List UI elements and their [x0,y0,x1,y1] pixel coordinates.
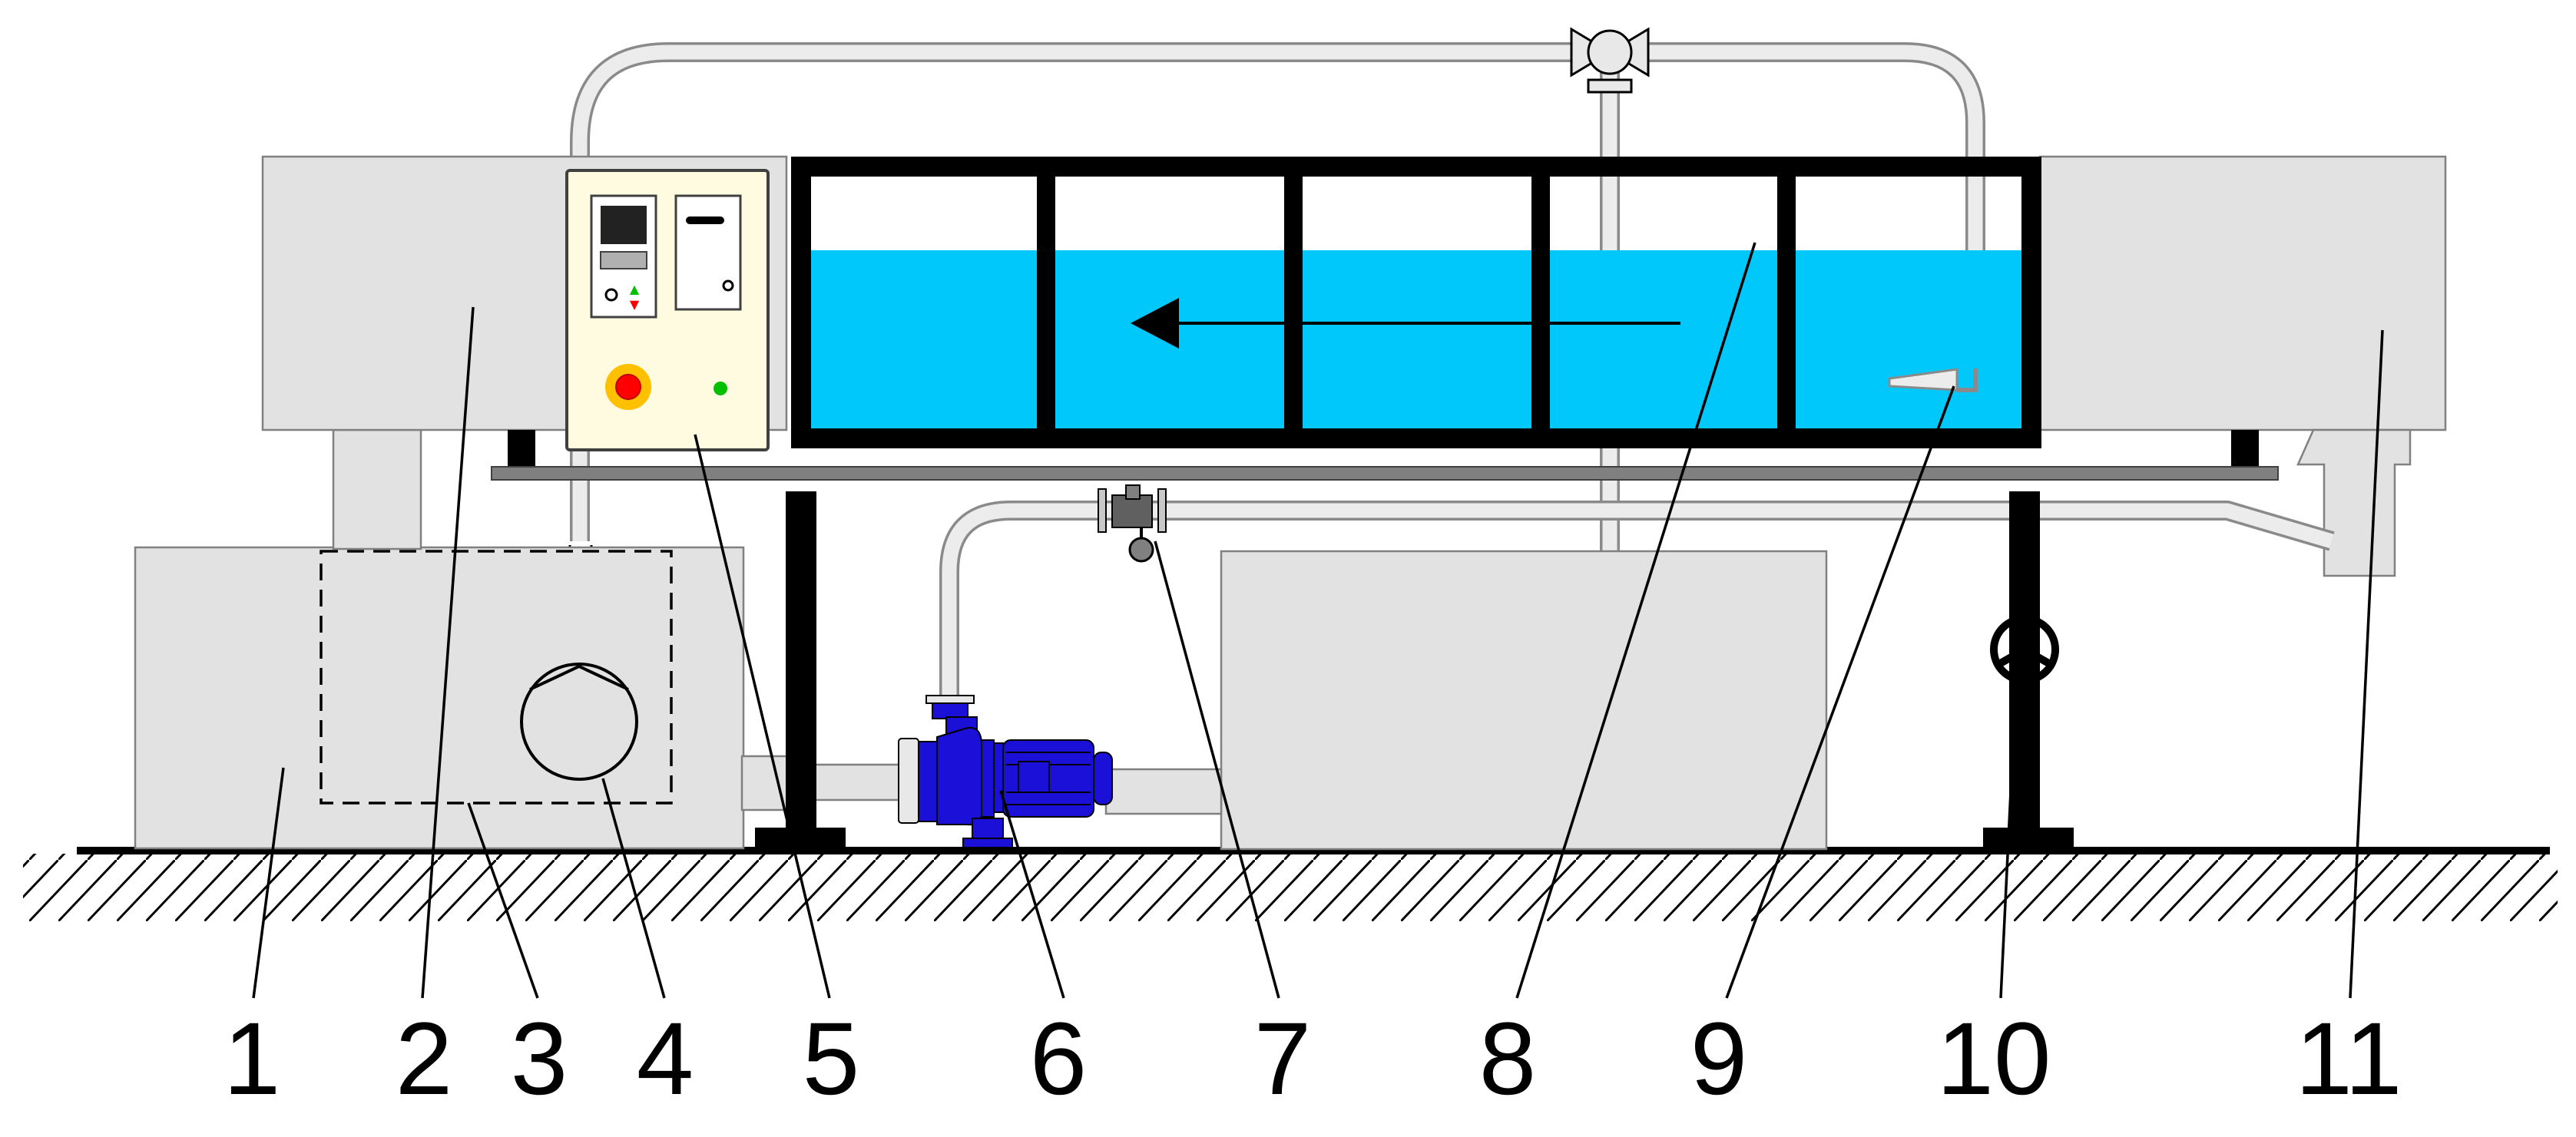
callout-1: 1 [223,1002,281,1116]
controller-module [674,194,742,311]
controller-knob [722,279,734,292]
digital-display-screen [601,206,647,244]
power-indicator-light [714,382,727,395]
upper-pipe [570,42,1985,541]
callout-10: 10 [1936,1002,2051,1116]
pitot-tube [1888,368,1978,392]
centrifugal-pump-motor [898,695,1113,848]
callout-8: 8 [1479,1002,1537,1116]
circulation-pump-symbol [520,663,638,781]
callout-5: 5 [803,1002,860,1116]
handwheel-valve [1990,615,2059,684]
flowmeter [1098,484,1167,563]
callout-11: 11 [2295,1002,2402,1116]
ground-hatching [23,854,2558,921]
downstream-hopper [2296,428,2412,577]
digital-display-readout [600,251,647,269]
ground-line [77,847,2550,854]
leader-lines [252,242,2384,999]
control-panel: ▲ ▼ [565,169,770,451]
emergency-stop-button [615,374,641,400]
flume-base-rail [491,466,2279,481]
callout-4: 4 [637,1002,694,1116]
return-reservoir [1220,550,1828,851]
callout-7: 7 [1254,1002,1312,1116]
display-knob [604,288,618,302]
lower-pipe [939,501,2335,706]
flume-water [791,250,2035,431]
top-pipe-valve [1570,27,1650,94]
sump-tank [134,546,745,850]
flow-direction-arrow [1131,298,1680,349]
header-support-column [332,428,422,550]
flume-frame [791,157,2041,448]
led-down-indicator: ▼ [630,297,640,312]
callout-2: 2 [396,1002,453,1116]
submerged-tank-outline [320,550,673,805]
support-legs [508,430,2259,848]
downstream-tank [2038,155,2447,431]
callout-3: 3 [511,1002,568,1116]
controller-slot [686,216,724,224]
callout-numbers: 1 2 3 4 5 6 7 8 9 10 11 [223,1002,2402,1116]
callout-6: 6 [1030,1002,1088,1116]
led-up-indicator: ▲ [630,282,640,296]
callout-9: 9 [1690,1002,1748,1116]
